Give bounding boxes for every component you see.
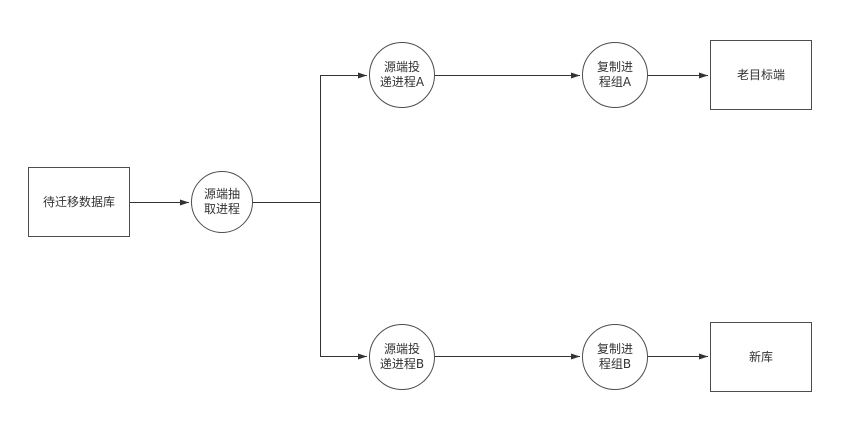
node-replicate-group-a-label: 复制进程组A (596, 60, 633, 89)
node-old-target: 老目标端 (710, 40, 812, 110)
node-replicate-group-b-label: 复制进程组B (596, 342, 633, 371)
node-deliver-process-a: 源端投递进程A (369, 42, 435, 108)
edge-extract-deliver-b (320, 202, 367, 360)
node-new-database-label: 新库 (748, 350, 773, 364)
node-new-database: 新库 (710, 322, 812, 392)
edge-extract-deliver-a (253, 72, 367, 203)
node-source-database-label: 待迁移数据库 (42, 195, 115, 209)
node-old-target-label: 老目标端 (736, 68, 785, 82)
node-replicate-group-b: 复制进程组B (582, 324, 648, 390)
node-replicate-group-a: 复制进程组A (582, 42, 648, 108)
node-source-database: 待迁移数据库 (28, 167, 130, 237)
node-extract-process-label: 源端抽取进程 (203, 187, 240, 216)
node-extract-process: 源端抽取进程 (191, 171, 253, 233)
node-deliver-process-a-label: 源端投递进程A (379, 60, 425, 89)
node-deliver-process-b: 源端投递进程B (369, 324, 435, 390)
node-deliver-process-b-label: 源端投递进程B (379, 342, 425, 371)
